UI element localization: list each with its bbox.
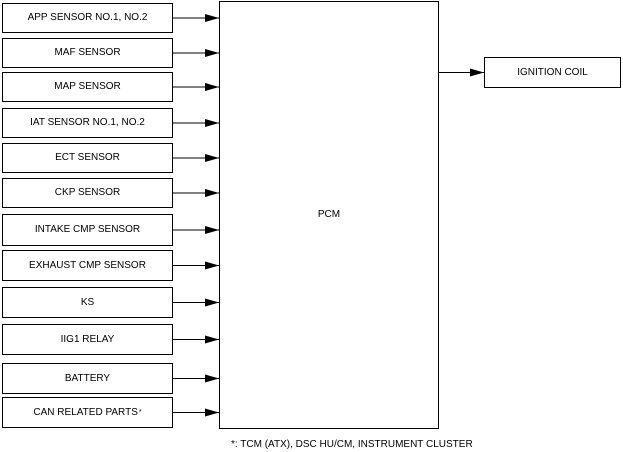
input-label: APP SENSOR NO.1, NO.2 [27, 12, 148, 23]
footnote-marker: * [138, 409, 142, 416]
input-label: IAT SENSOR NO.1, NO.2 [30, 117, 145, 128]
input-label: KS [80, 296, 95, 308]
input-label: BATTERY [64, 372, 111, 384]
input-box: IAT SENSOR NO.1, NO.2 [2, 108, 173, 138]
input-label: MAF SENSOR [54, 47, 121, 58]
input-label: IIG1 RELAY [60, 333, 115, 345]
input-box: KS [2, 287, 173, 318]
pcm-label: PCM [317, 209, 341, 220]
input-label: MAP SENSOR [54, 81, 121, 92]
ignition-coil-label: IGNITION COIL [517, 66, 588, 78]
ignition-coil-box: IGNITION COIL [484, 57, 621, 88]
input-box: CKP SENSOR [2, 178, 173, 208]
input-label: EXHAUST CMP SENSOR [29, 259, 146, 271]
input-box: EXHAUST CMP SENSOR [2, 250, 173, 281]
input-label: ECT SENSOR [55, 152, 120, 163]
input-box: MAF SENSOR [2, 38, 173, 68]
input-box: MAP SENSOR [2, 72, 173, 102]
input-box: BATTERY [2, 363, 173, 394]
input-label: CKP SENSOR [54, 187, 121, 198]
input-box: INTAKE CMP SENSOR [2, 214, 173, 246]
input-label: INTAKE CMP SENSOR [34, 224, 141, 235]
input-label: CAN RELATED PARTS [33, 406, 138, 418]
input-box: APP SENSOR NO.1, NO.2 [2, 3, 173, 33]
input-box: ECT SENSOR [2, 143, 173, 173]
input-box: IIG1 RELAY [2, 324, 173, 355]
input-box: CAN RELATED PARTS* [2, 397, 173, 428]
pcm-box: PCM [219, 1, 439, 429]
footnote: *: TCM (ATX), DSC HU/CM, INSTRUMENT CLUS… [231, 439, 473, 450]
